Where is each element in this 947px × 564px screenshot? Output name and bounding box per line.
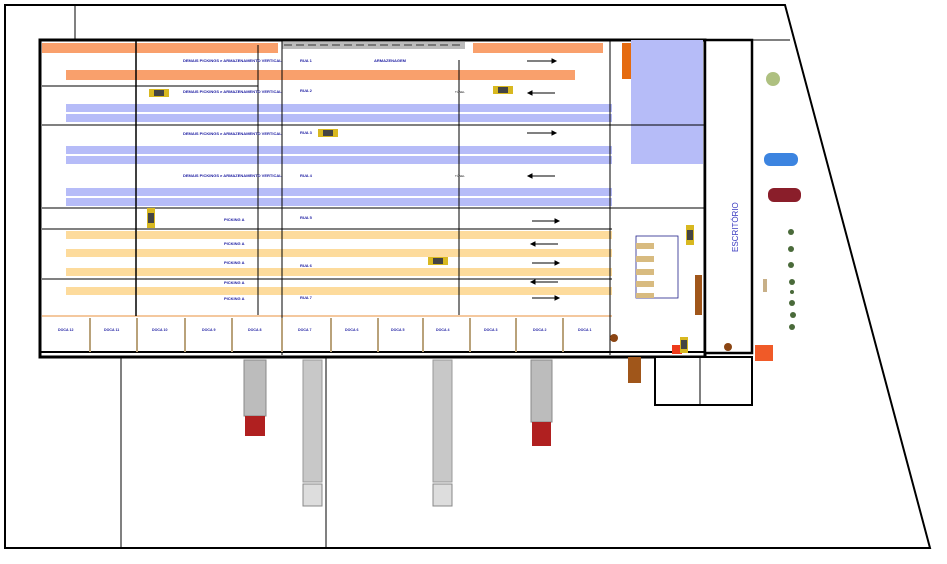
dock-row: DOCA 12 DOCA 11 DOCA 10 DOCA 9 DOCA 8 DO…: [58, 318, 591, 352]
forklift-icon: [147, 208, 155, 228]
exterior-features: [755, 72, 801, 361]
aisle-label: RUA 6: [300, 263, 313, 268]
dock-label: DOCA 1: [578, 328, 591, 332]
truck-icon: [432, 359, 453, 507]
dock-label: DOCA 5: [391, 328, 404, 332]
car-icon: [768, 188, 801, 202]
dock-label: DOCA 4: [436, 328, 449, 332]
truck-icon: [302, 359, 323, 507]
racks: [42, 40, 703, 295]
aisle-label: RUA 4: [300, 173, 313, 178]
aisle-label: RUA 5: [300, 215, 313, 220]
dock-label: DOCA 7: [298, 328, 311, 332]
truck-icons: [243, 359, 553, 507]
office-label: ESCRITÓRIO: [731, 202, 740, 252]
forklift-icon: [680, 337, 688, 353]
forklift-icons: [147, 86, 694, 353]
truck-icon: [243, 359, 267, 436]
picking-label: PICKING A: [224, 280, 245, 285]
zone-label-storage: ARMAZENAGEM: [374, 58, 407, 63]
dock-label: DOCA 9: [202, 328, 215, 332]
generator-icon: [755, 345, 773, 361]
zone-label-vertical-2: DEMAIS PICKINGS e ARMAZENAMENTO VERTICAL: [183, 89, 282, 94]
forklift-icon: [686, 225, 694, 245]
dock-label: DOCA 6: [345, 328, 358, 332]
picking-label: PICKING A: [224, 260, 245, 265]
direction-arrows: [526, 58, 561, 301]
dock-label: DOCA 10: [152, 328, 167, 332]
zone-label-vertical-3: DEMAIS PICKINGS e ARMAZENAMENTO VERTICAL: [183, 131, 282, 136]
aisle-label: RUA 1: [300, 58, 313, 63]
forklift-icon: [318, 129, 338, 137]
structure-lines: [40, 40, 705, 355]
aisle-label: RUA 7: [300, 295, 313, 300]
truck-icon: [530, 359, 553, 446]
zone-label-vertical-4: DEMAIS PICKINGS e ARMAZENAMENTO VERTICAL: [183, 173, 282, 178]
car-icon: [764, 153, 798, 166]
tunnel-label-1: TÚNEL: [455, 89, 465, 94]
forklift-icon: [493, 86, 513, 94]
dock-label: DOCA 3: [484, 328, 497, 332]
tunnel-label-2: TÚNEL: [455, 173, 465, 178]
aisle-label: RUA 3: [300, 130, 313, 135]
dock-label: DOCA 12: [58, 328, 73, 332]
tree-icon: [766, 72, 780, 86]
aisle-label: RUA 2: [300, 88, 313, 93]
dock-label: DOCA 2: [533, 328, 546, 332]
forklift-icon: [428, 257, 448, 265]
plant-icons: [788, 229, 796, 330]
dock-label: DOCA 8: [248, 328, 261, 332]
forklift-icon: [149, 89, 169, 97]
picking-label: PICKING A: [224, 296, 245, 301]
dock-label: DOCA 11: [104, 328, 119, 332]
zone-label-vertical-1: DEMAIS PICKINGS e ARMAZENAMENTO VERTICAL: [183, 58, 282, 63]
picking-label: PICKING A: [224, 217, 245, 222]
staging-area: [610, 235, 732, 383]
picking-label: PICKING A: [224, 241, 245, 246]
